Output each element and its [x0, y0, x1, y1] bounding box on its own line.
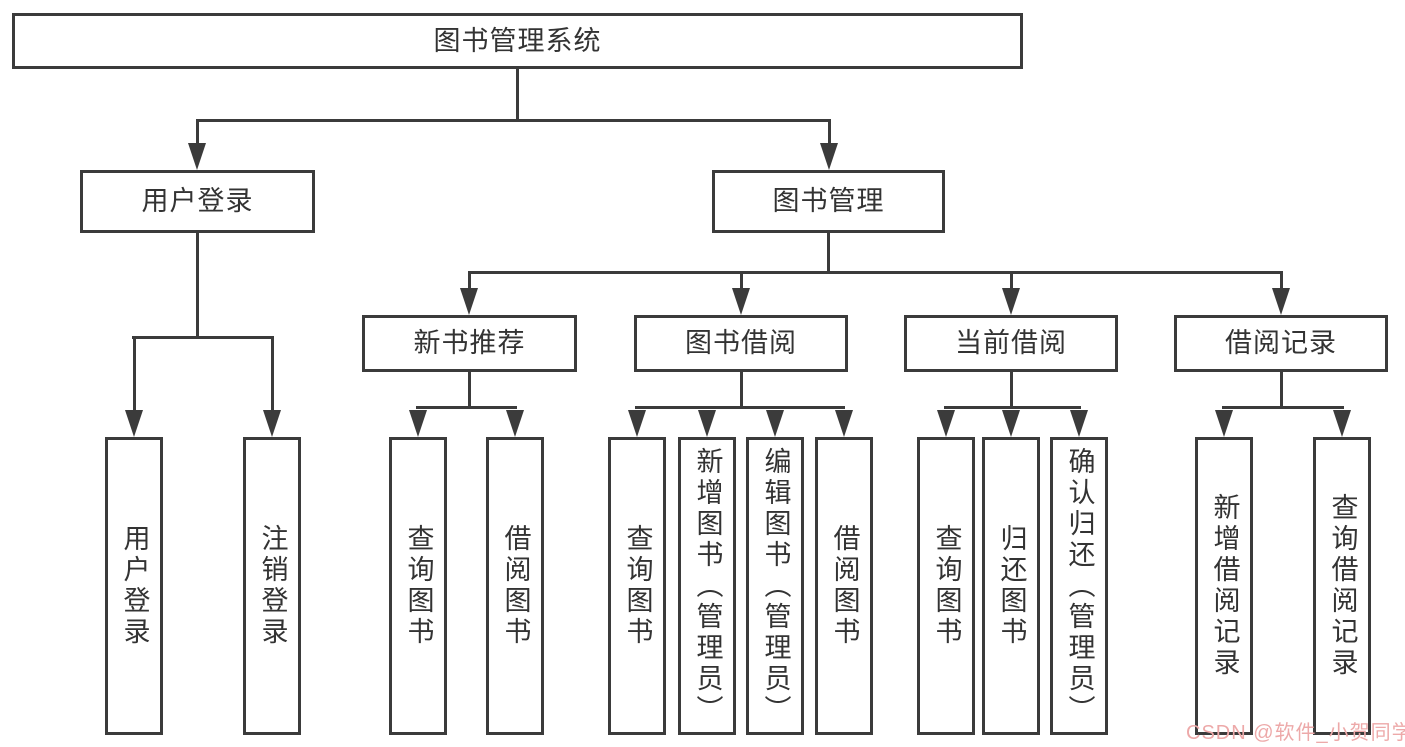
arrowhead-down-icon: [188, 143, 206, 170]
connector-line: [196, 233, 199, 336]
leaf-borrow-books-recommend: 借阅图书: [486, 437, 544, 735]
node-user-login: 用户登录: [80, 170, 315, 233]
arrowhead-down-icon: [1070, 410, 1088, 437]
leaf-add-book-admin: 新增图书（管理员）: [678, 437, 736, 735]
arrowhead-down-icon: [1272, 288, 1290, 315]
connector-line: [196, 119, 831, 122]
leaf-query-books-borrow: 查询图书: [608, 437, 666, 735]
arrowhead-down-icon: [1002, 410, 1020, 437]
arrowhead-down-icon: [125, 410, 143, 437]
connector-line: [1010, 372, 1013, 408]
leaf-query-books-recommend: 查询图书: [389, 437, 447, 735]
node-new-book-recommend: 新书推荐: [362, 315, 577, 372]
leaf-logout: 注销登录: [243, 437, 301, 735]
connector-line: [827, 233, 830, 273]
connector-line: [132, 336, 274, 339]
connector-line: [196, 119, 199, 145]
leaf-confirm-return-admin: 确认归还（管理员）: [1050, 437, 1108, 735]
connector-line: [740, 271, 743, 289]
arrowhead-down-icon: [698, 410, 716, 437]
leaf-add-borrow-record: 新增借阅记录: [1195, 437, 1253, 735]
leaf-return-book: 归还图书: [982, 437, 1040, 735]
arrowhead-down-icon: [1333, 410, 1351, 437]
connector-line: [133, 336, 136, 412]
arrowhead-down-icon: [1002, 288, 1020, 315]
arrowhead-down-icon: [409, 410, 427, 437]
leaf-query-books-current: 查询图书: [917, 437, 975, 735]
arrowhead-down-icon: [628, 410, 646, 437]
connector-line: [1280, 271, 1283, 289]
connector-line: [468, 271, 471, 289]
node-book-management: 图书管理: [712, 170, 945, 233]
node-current-borrow: 当前借阅: [904, 315, 1118, 372]
connector-line: [1222, 406, 1344, 409]
leaf-borrow-books: 借阅图书: [815, 437, 873, 735]
connector-line: [740, 372, 743, 408]
node-library-management-system: 图书管理系统: [12, 13, 1023, 69]
connector-line: [516, 69, 519, 119]
arrowhead-down-icon: [937, 410, 955, 437]
connector-line: [828, 119, 831, 145]
connector-line: [1010, 271, 1013, 289]
leaf-query-borrow-record: 查询借阅记录: [1313, 437, 1371, 735]
leaf-edit-book-admin: 编辑图书（管理员）: [746, 437, 804, 735]
connector-line: [416, 406, 517, 409]
arrowhead-down-icon: [1215, 410, 1233, 437]
connector-line: [468, 271, 1283, 274]
arrowhead-down-icon: [766, 410, 784, 437]
arrowhead-down-icon: [263, 410, 281, 437]
connector-line: [944, 406, 1081, 409]
arrowhead-down-icon: [835, 410, 853, 437]
arrowhead-down-icon: [820, 143, 838, 170]
arrowhead-down-icon: [732, 288, 750, 315]
connector-line: [635, 406, 845, 409]
connector-line: [271, 336, 274, 412]
node-book-borrow: 图书借阅: [634, 315, 848, 372]
connector-line: [468, 372, 471, 408]
leaf-user-login: 用户登录: [105, 437, 163, 735]
node-borrow-records: 借阅记录: [1174, 315, 1388, 372]
csdn-watermark: CSDN @软件_小贺同学: [1186, 722, 1405, 744]
arrowhead-down-icon: [460, 288, 478, 315]
connector-line: [1280, 372, 1283, 408]
arrowhead-down-icon: [506, 410, 524, 437]
